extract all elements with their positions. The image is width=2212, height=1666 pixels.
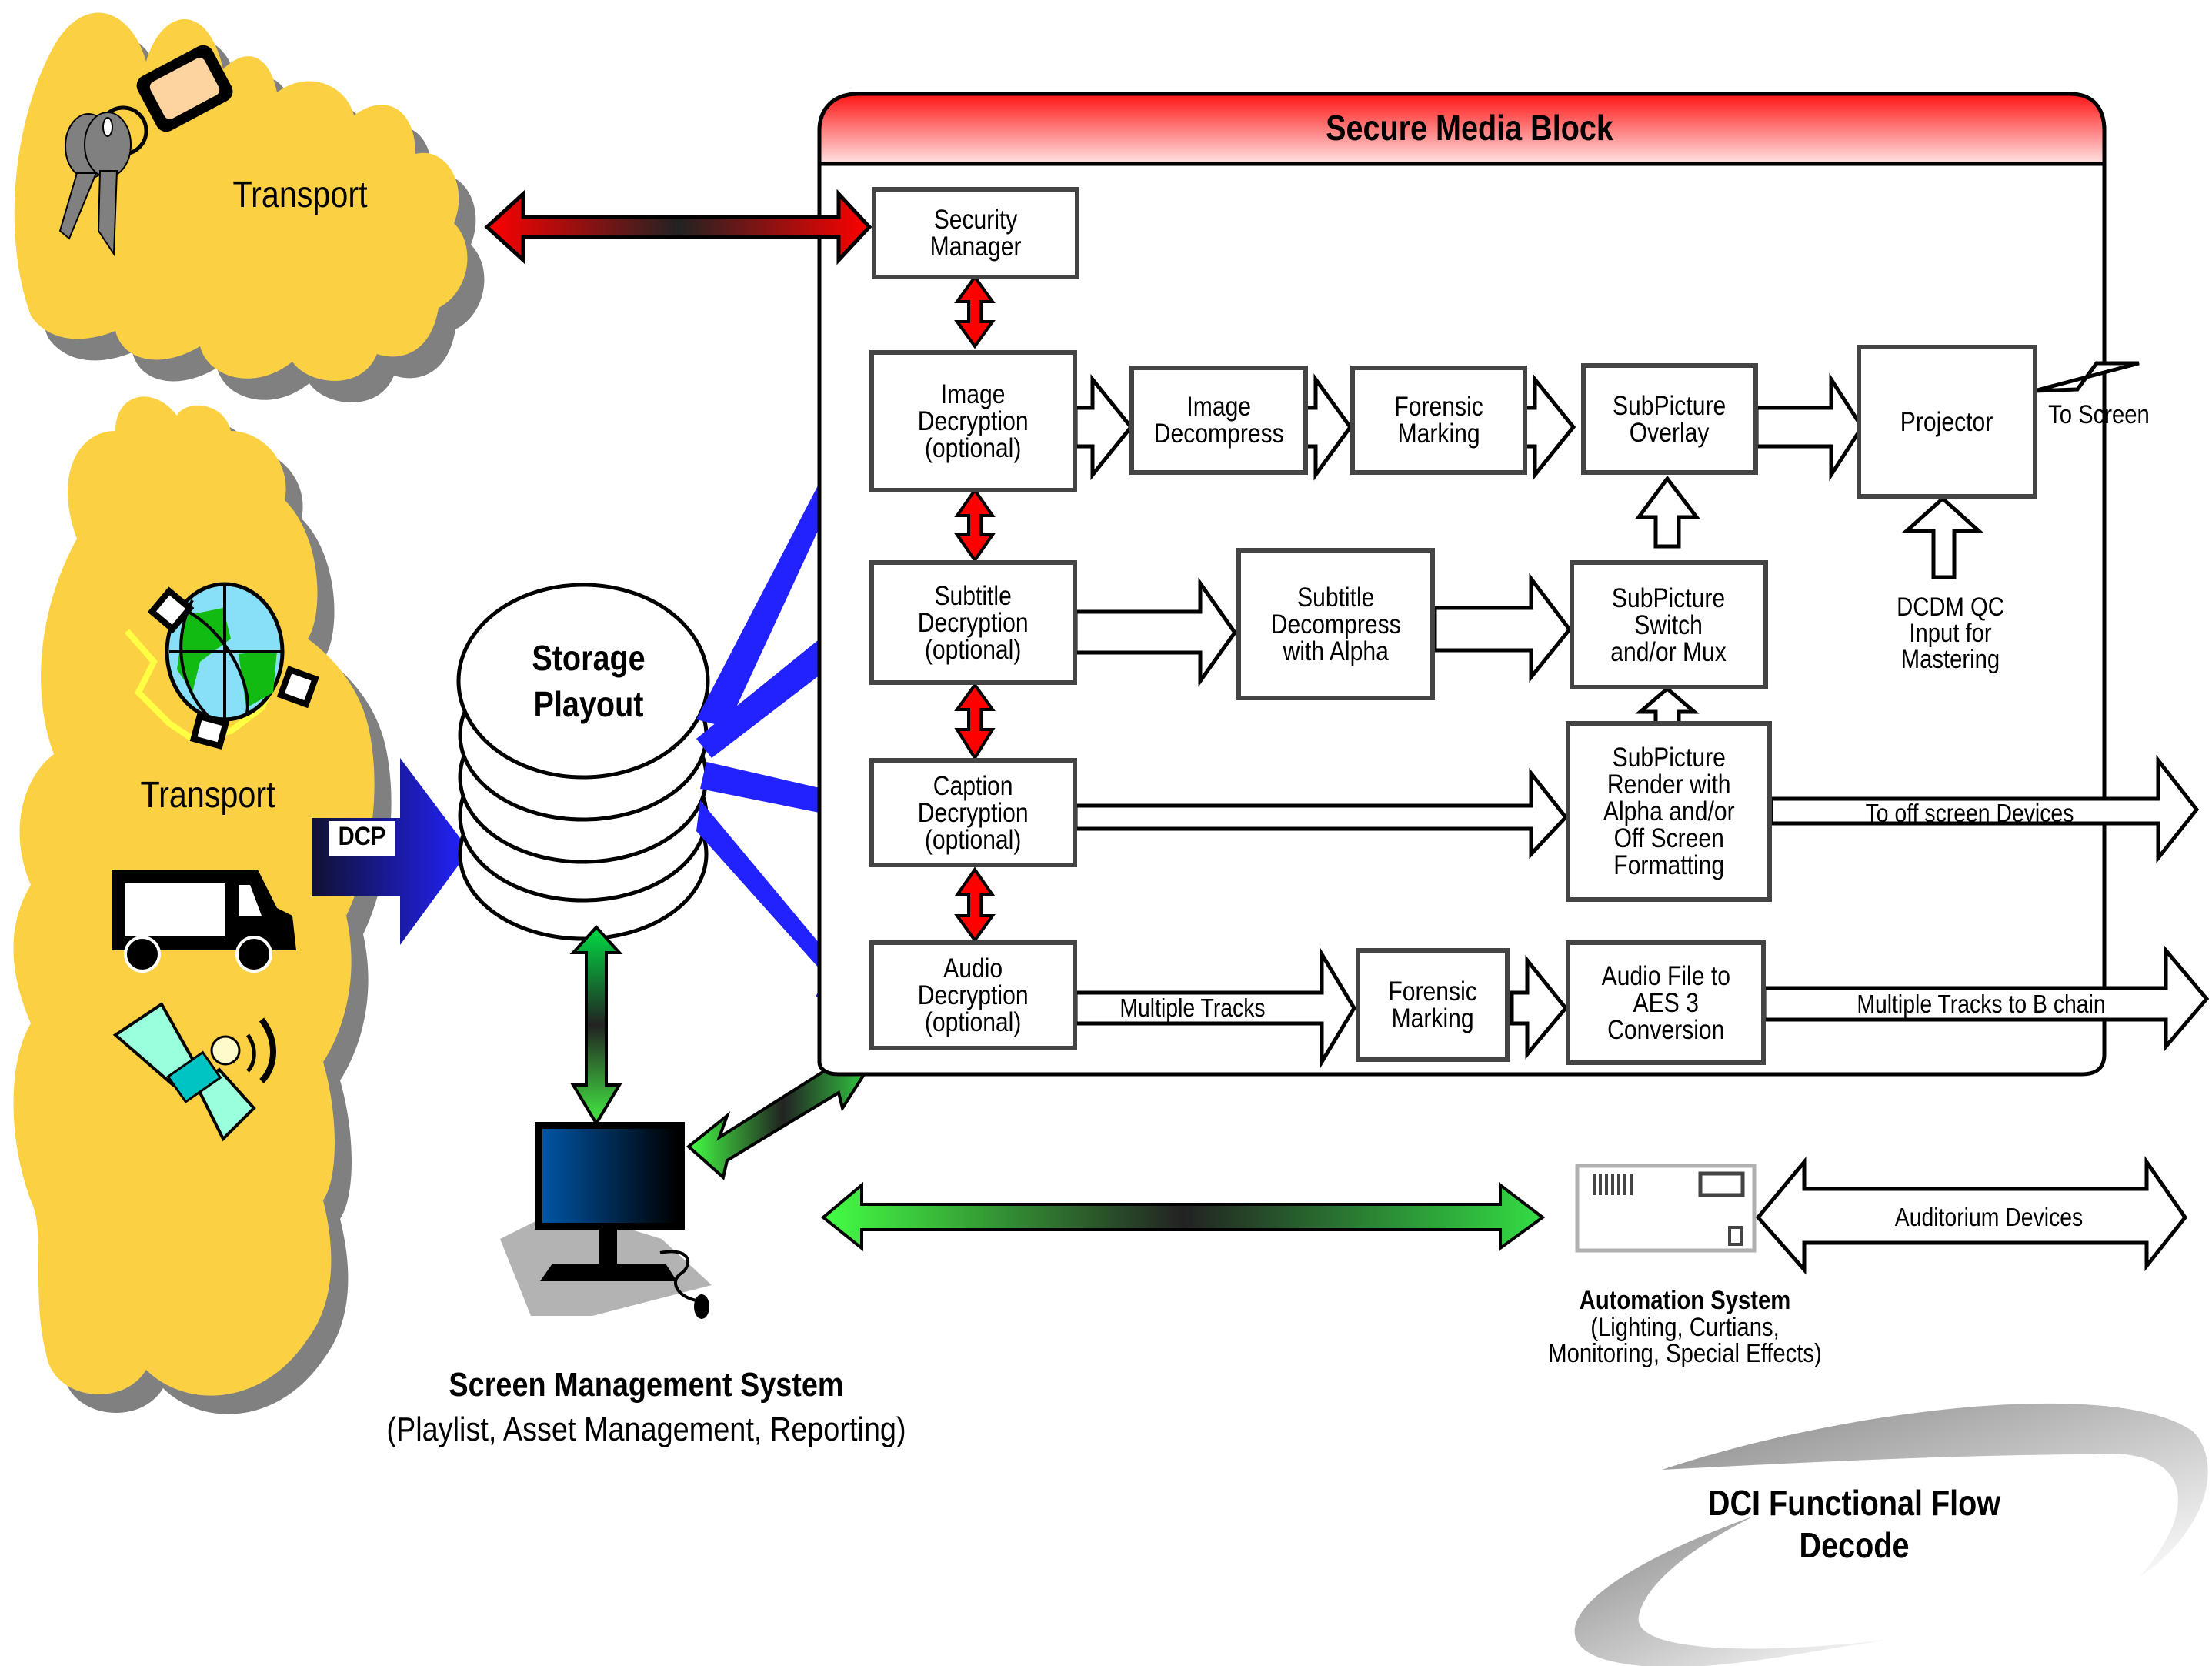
satellite-icon [112, 1002, 276, 1142]
storage-label-line2: Playout [533, 684, 644, 724]
subtitle-decompress-label: Subtitle Decompress with Alpha [1270, 582, 1401, 666]
subtitle-decompress-block[interactable]: Subtitle Decompress with Alpha [1236, 548, 1435, 700]
sms-storage-arrow [569, 925, 623, 1127]
caption-decryption-label: Caption Decryption (optional) [918, 770, 1029, 855]
automation-system-subtitle-1: (Lighting, Curtians, [1590, 1313, 1780, 1342]
audio-aes-conversion-label: Audio File to AES 3 Conversion [1601, 960, 1730, 1045]
image-forensic-marking-label: Forensic Marking [1394, 392, 1483, 449]
automation-device-icon [1575, 1164, 1757, 1253]
key-distribution-arrows [954, 274, 996, 943]
image-decryption-block[interactable]: Image Decryption (optional) [869, 350, 1077, 492]
subpicture-overlay-block[interactable]: SubPicture Overlay [1581, 363, 1758, 475]
storage-stack-icon [456, 583, 710, 941]
title-swoosh [1574, 1403, 2208, 1666]
subpicture-render-label: SubPicture Render with Alpha and/or Off … [1603, 743, 1735, 880]
audio-forensic-marking-block[interactable]: Forensic Marking [1356, 948, 1510, 1062]
audio-forensic-marking-label: Forensic Marking [1388, 977, 1477, 1033]
caption-decryption-block[interactable]: Caption Decryption (optional) [869, 758, 1077, 867]
flow-arrows [1073, 361, 2210, 1275]
image-decompress-label: Image Decompress [1153, 392, 1284, 449]
subtitle-decryption-block[interactable]: Subtitle Decryption (optional) [869, 560, 1077, 685]
computer-icon [500, 1122, 712, 1319]
truck-icon [112, 870, 296, 973]
dcp-arrow [312, 758, 469, 945]
audio-aes-conversion-block[interactable]: Audio File to AES 3 Conversion [1566, 940, 1766, 1065]
subpicture-render-block[interactable]: SubPicture Render with Alpha and/or Off … [1566, 721, 1772, 902]
projector-block[interactable]: Projector [1857, 345, 2037, 499]
diagram-title-line2: Decode [1799, 1525, 1910, 1565]
transport-top-label: Transport [232, 175, 368, 215]
multiple-tracks-label: Multiple Tracks [1119, 993, 1266, 1022]
subpicture-switch-block[interactable]: SubPicture Switch and/or Mux [1570, 560, 1768, 689]
image-decryption-label: Image Decryption (optional) [918, 379, 1029, 463]
projector-label: Projector [1900, 406, 1993, 437]
subpicture-switch-label: SubPicture Switch and/or Mux [1610, 583, 1727, 667]
subtitle-decryption-label: Subtitle Decryption (optional) [918, 580, 1029, 665]
transport-left-label: Transport [140, 775, 275, 816]
subpicture-overlay-label: SubPicture Overlay [1613, 390, 1727, 448]
to-screen-label: To Screen [2048, 400, 2150, 429]
keys-icon [58, 45, 233, 257]
image-forensic-marking-block[interactable]: Forensic Marking [1350, 366, 1527, 475]
automation-arrow [820, 1181, 1546, 1252]
security-manager-label: Security Manager [929, 205, 1022, 262]
sms-title: Screen Management System [449, 1366, 844, 1404]
security-transport-arrow [484, 189, 872, 265]
audio-decryption-label: Audio Decryption (optional) [918, 953, 1029, 1037]
storage-label-line1: Storage [532, 638, 646, 678]
automation-system-title: Automation System [1579, 1286, 1791, 1315]
sms-subtitle: (Playlist, Asset Management, Reporting) [386, 1411, 906, 1448]
globe-satellite-icon [124, 582, 319, 750]
diagram-title-line1: DCI Functional Flow [1707, 1483, 2001, 1523]
to-off-screen-label: To off screen Devices [1865, 799, 2074, 827]
audio-decryption-block[interactable]: Audio Decryption (optional) [869, 940, 1077, 1050]
secure-media-block-title: Secure Media Block [1326, 108, 1613, 148]
dcp-label: DCP [338, 822, 386, 851]
multiple-tracks-b-chain-label: Multiple Tracks to B chain [1857, 990, 2106, 1018]
auditorium-devices-label: Auditorium Devices [1894, 1203, 2084, 1231]
dcdm-label: DCDM QC Input for Mastering [1897, 593, 2004, 674]
automation-system-subtitle-2: Monitoring, Special Effects) [1548, 1339, 1822, 1368]
image-decompress-block[interactable]: Image Decompress [1129, 366, 1308, 475]
security-manager-block[interactable]: Security Manager [872, 187, 1079, 279]
